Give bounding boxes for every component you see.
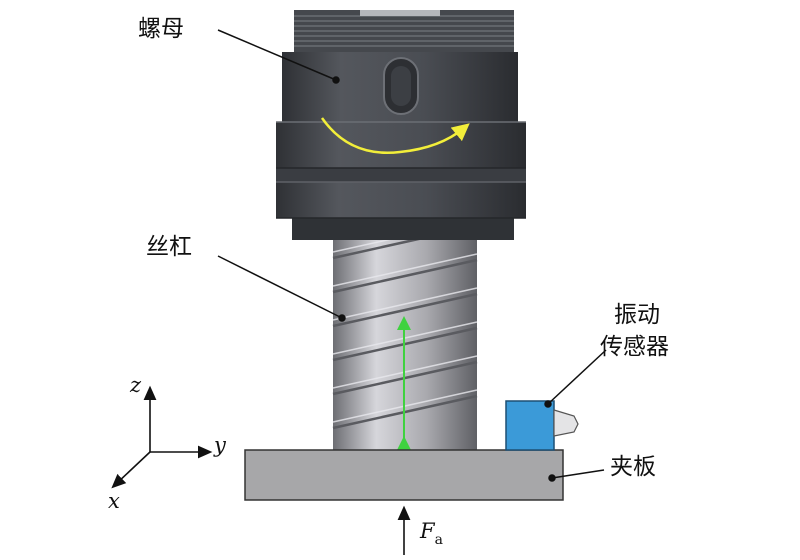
force-label: Fa (419, 519, 443, 548)
sensor-leader (547, 349, 607, 405)
clamp-plate (244, 449, 564, 501)
coordinate-axes (111, 385, 213, 489)
nut (276, 10, 526, 240)
clamp-leader (551, 469, 605, 479)
vibration-sensor (505, 400, 579, 451)
force-subscript: a (435, 532, 443, 548)
screw-leader (217, 255, 343, 319)
axis-z-label: z (129, 373, 142, 397)
clamp-label: 夹板 (610, 454, 656, 480)
nut-leader (217, 29, 337, 81)
force-symbol: F (419, 519, 436, 543)
rotation-arrow (320, 117, 470, 154)
axis-x-label: x (108, 489, 120, 513)
axis-y-label: y (213, 433, 227, 457)
sensor-label-line2: 传感器 (600, 334, 669, 360)
nut-label: 螺母 (138, 16, 184, 42)
screw-label: 丝杠 (146, 234, 192, 260)
sensor-label-line1: 振动 (614, 302, 660, 328)
